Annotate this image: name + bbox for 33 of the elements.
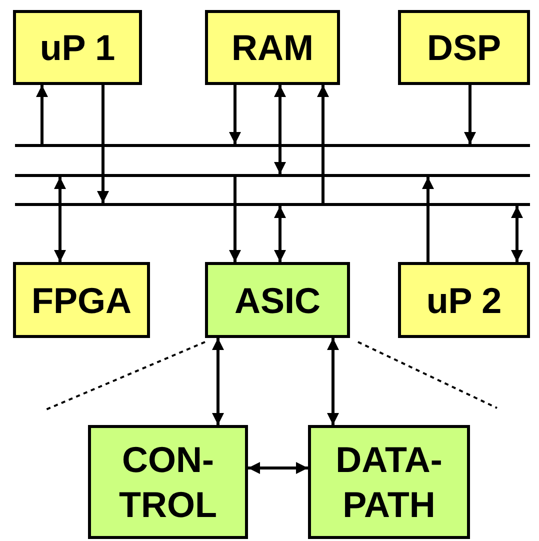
arrow: [274, 206, 286, 262]
arrow: [274, 85, 286, 174]
block-label: FPGA: [31, 278, 132, 322]
block-label: RAM: [232, 26, 314, 70]
arrow: [212, 338, 224, 425]
arrow: [248, 462, 308, 474]
bus-line: [15, 174, 530, 177]
arrow: [422, 177, 434, 262]
block-label: DSP: [426, 26, 502, 70]
block-label: ASIC: [234, 278, 320, 322]
block-box: [398, 262, 530, 338]
block-box: [205, 262, 350, 338]
block-label: DATA- PATH: [334, 438, 444, 527]
block-box: [398, 10, 530, 85]
arrow: [36, 85, 48, 144]
arrow: [327, 338, 339, 425]
block-label: uP 2: [426, 278, 502, 322]
block-box: [88, 425, 248, 539]
block-box: [13, 10, 142, 85]
block-label: CON- TROL: [118, 438, 218, 527]
block-box: [308, 425, 470, 539]
arrow: [229, 85, 241, 144]
block-box: [205, 10, 340, 85]
arrow: [97, 85, 109, 203]
arrow: [54, 177, 66, 262]
arrow: [511, 206, 523, 262]
bus-line: [15, 203, 530, 206]
arrow: [464, 85, 476, 144]
block-box: [13, 262, 150, 338]
arrow: [317, 85, 329, 203]
bus-line: [15, 144, 530, 147]
block-label: uP 1: [40, 26, 116, 70]
arrow: [229, 177, 241, 262]
